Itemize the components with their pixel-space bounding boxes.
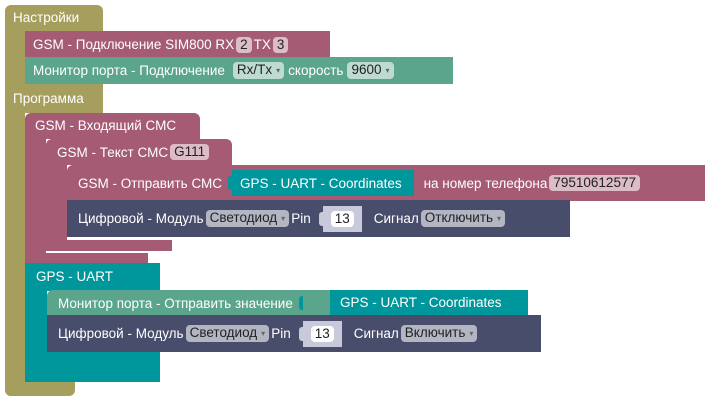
incoming-sms-label: GSM - Входящий СМС xyxy=(35,118,177,133)
pin-field[interactable]: 13 xyxy=(330,210,354,227)
sms-text-block[interactable]: GSM - Текст СМС G111 xyxy=(46,139,232,165)
gsm-connect-block[interactable]: GSM - Подключение SIM800 RX 2 TX 3 xyxy=(25,31,330,58)
pin-label: Pin xyxy=(271,326,291,341)
incoming-sms-rail xyxy=(25,138,46,263)
digital-block-2[interactable]: Цифровой - Модуль Светодиод▾ Pin 13 Сигн… xyxy=(47,315,541,352)
value-connector xyxy=(298,326,303,341)
signal-dropdown[interactable]: Включить▾ xyxy=(400,325,478,342)
signal-value: Отключить xyxy=(424,210,494,226)
dropdown-arrow-icon: ▾ xyxy=(261,328,266,338)
dropdown-arrow-icon: ▾ xyxy=(497,213,502,223)
digital-label: Цифровой - Модуль xyxy=(58,326,184,341)
module-value: Светодиод xyxy=(189,325,258,341)
setup-title: Настройки xyxy=(13,10,80,25)
module-value: Светодиод xyxy=(209,210,278,226)
phone-field[interactable]: 79510612577 xyxy=(549,175,640,191)
value-connector xyxy=(318,211,323,226)
coordinates-label: GPS - UART - Coordinates xyxy=(240,175,402,191)
serial-send-label: Монитор порта - Отправить значение xyxy=(58,295,293,311)
program-title: Программа xyxy=(13,91,84,106)
pin-field[interactable]: 13 xyxy=(310,325,334,342)
tx-field[interactable]: 3 xyxy=(272,36,289,53)
dropdown-arrow-icon: ▾ xyxy=(281,213,286,223)
serial-send-block[interactable]: Монитор порта - Отправить значение xyxy=(47,290,330,316)
digital-label: Цифровой - Модуль xyxy=(78,211,204,226)
gsm-connect-label: GSM - Подключение SIM800 RX xyxy=(33,37,235,52)
coordinates-value-block-2[interactable]: GPS - UART - Coordinates xyxy=(330,290,528,316)
speed-value: 9600 xyxy=(351,62,382,78)
signal-label: Сигнал xyxy=(373,211,419,226)
coordinates-value-block[interactable]: GPS - UART - Coordinates xyxy=(232,170,414,196)
pin-block[interactable]: 13 xyxy=(322,205,362,232)
program-bottom xyxy=(5,381,75,396)
program-header: Программа xyxy=(5,83,103,113)
sms-text-label: GSM - Текст СМС xyxy=(57,144,169,160)
value-connector xyxy=(228,176,233,190)
speed-dropdown[interactable]: 9600▾ xyxy=(347,62,394,79)
dropdown-arrow-icon: ▾ xyxy=(385,65,390,75)
setup-rail xyxy=(5,30,25,396)
speed-label: скорость xyxy=(288,63,344,78)
sms-text-rail xyxy=(46,164,67,251)
signal-label: Сигнал xyxy=(353,326,399,341)
send-sms-block[interactable]: GSM - Отправить СМС GPS - UART - Coordin… xyxy=(67,165,705,201)
port-value: Rx/Tx xyxy=(236,62,273,78)
pin-block[interactable]: 13 xyxy=(302,320,342,347)
sms-text-field[interactable]: G111 xyxy=(170,144,210,160)
setup-block[interactable]: Настройки xyxy=(5,5,103,31)
rx-field[interactable]: 2 xyxy=(236,36,252,53)
signal-value: Включить xyxy=(404,325,466,341)
send-sms-label: GSM - Отправить СМС xyxy=(78,175,223,191)
incoming-sms-block[interactable]: GSM - Входящий СМС xyxy=(25,113,200,139)
sms-text-bottom xyxy=(46,240,172,251)
coordinates-label: GPS - UART - Coordinates xyxy=(340,295,502,310)
incoming-sms-bottom xyxy=(25,253,148,263)
port-dropdown[interactable]: Rx/Tx▾ xyxy=(232,62,285,79)
dropdown-arrow-icon: ▾ xyxy=(469,328,474,338)
value-connector xyxy=(298,296,303,310)
pin-label: Pin xyxy=(291,211,311,226)
gps-uart-bottom xyxy=(25,352,160,382)
tx-label: TX xyxy=(253,37,271,52)
phone-label: на номер телефона xyxy=(423,175,548,191)
dropdown-arrow-icon: ▾ xyxy=(276,65,281,75)
module-dropdown[interactable]: Светодиод▾ xyxy=(185,325,270,342)
serial-connect-label: Монитор порта - Подключение xyxy=(33,63,225,78)
gps-uart-block[interactable]: GPS - UART xyxy=(25,263,160,291)
digital-block-1[interactable]: Цифровой - Модуль Светодиод▾ Pin 13 Сигн… xyxy=(67,200,570,237)
signal-dropdown[interactable]: Отключить▾ xyxy=(420,210,506,227)
gps-uart-label: GPS - UART xyxy=(36,269,114,284)
module-dropdown[interactable]: Светодиод▾ xyxy=(205,210,290,227)
serial-connect-block[interactable]: Монитор порта - Подключение Rx/Tx▾ скоро… xyxy=(25,57,453,84)
